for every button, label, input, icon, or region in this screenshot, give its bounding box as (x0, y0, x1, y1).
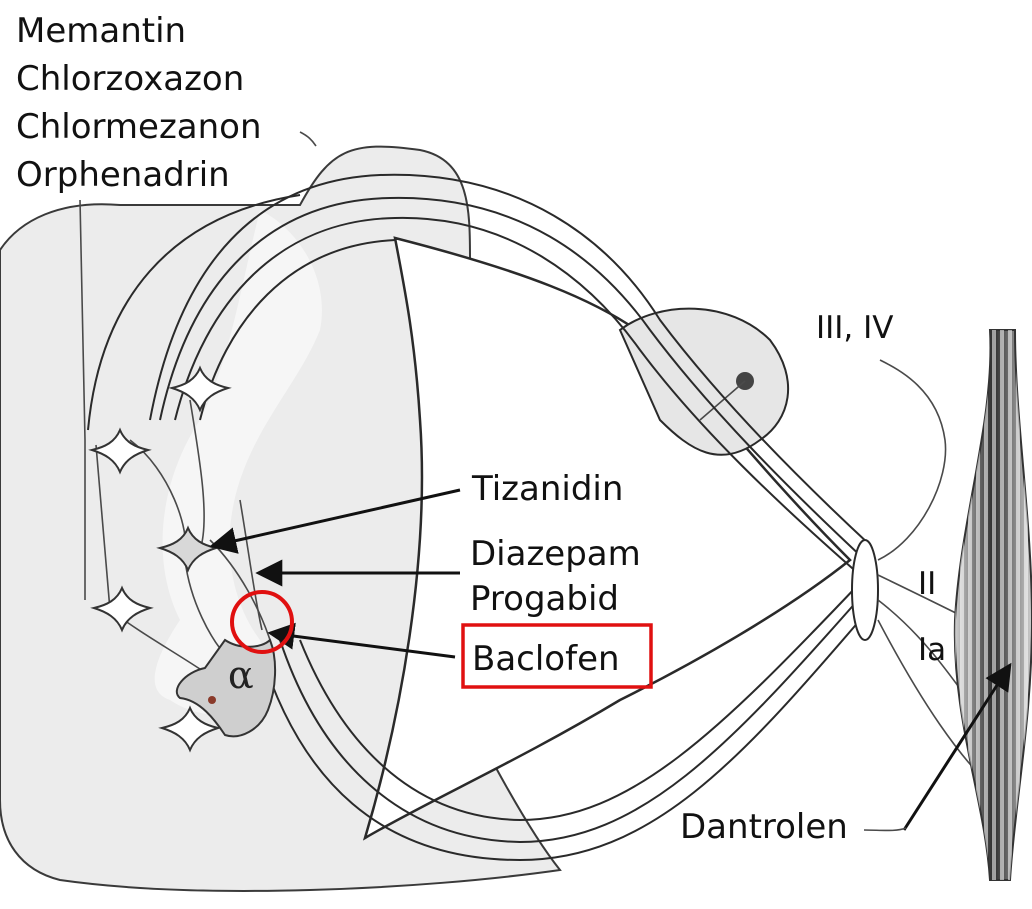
fiber-label-ii: II (918, 566, 936, 602)
drug-label-baclofen: Baclofen (472, 639, 620, 679)
fiber-label-ia: Ia (918, 632, 946, 668)
drug-label-progabid: Progabid (470, 579, 619, 619)
drug-label-tizanidin: Tizanidin (471, 469, 623, 509)
alpha-label: α (228, 653, 254, 697)
drug-label-chlormezanon: Chlormezanon (16, 107, 262, 147)
peripheral-nerve-section (852, 540, 878, 640)
fiber-label-iii-iv: III, IV (816, 310, 894, 346)
drug-label-memantin: Memantin (16, 11, 186, 51)
drug-label-orphenadrin: Orphenadrin (16, 155, 230, 195)
drug-label-chlorzoxazon: Chlorzoxazon (16, 59, 244, 99)
drug-label-diazepam: Diazepam (470, 534, 641, 574)
drug-label-dantrolen: Dantrolen (680, 807, 848, 847)
